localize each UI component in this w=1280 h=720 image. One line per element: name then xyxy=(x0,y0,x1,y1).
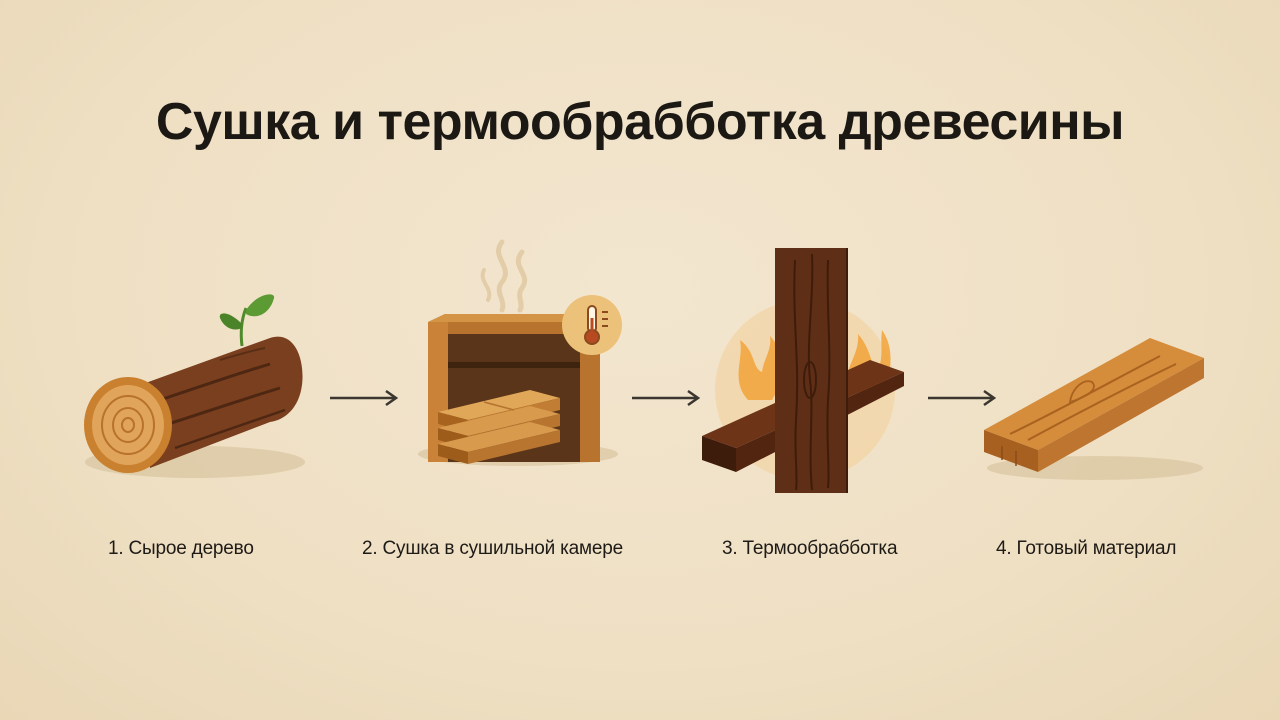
step-label-3: 3. Термообрабботка xyxy=(722,538,898,559)
heat-treatment-icon xyxy=(702,248,904,493)
arrow-right-icon xyxy=(928,389,997,407)
step-label-4: 4. Готовый материал xyxy=(996,538,1177,559)
step-label-1: 1. Сырое дерево xyxy=(108,538,254,559)
finished-plank-icon xyxy=(984,338,1204,480)
diagram-title: Сушка и термообрабботка древесины xyxy=(155,93,1125,151)
log-icon xyxy=(84,294,305,478)
drying-chamber-icon xyxy=(418,239,622,466)
step-label-2: 2. Сушка в сушильной камере xyxy=(362,538,623,559)
arrow-right-icon xyxy=(632,389,701,407)
arrow-right-icon xyxy=(330,389,399,407)
